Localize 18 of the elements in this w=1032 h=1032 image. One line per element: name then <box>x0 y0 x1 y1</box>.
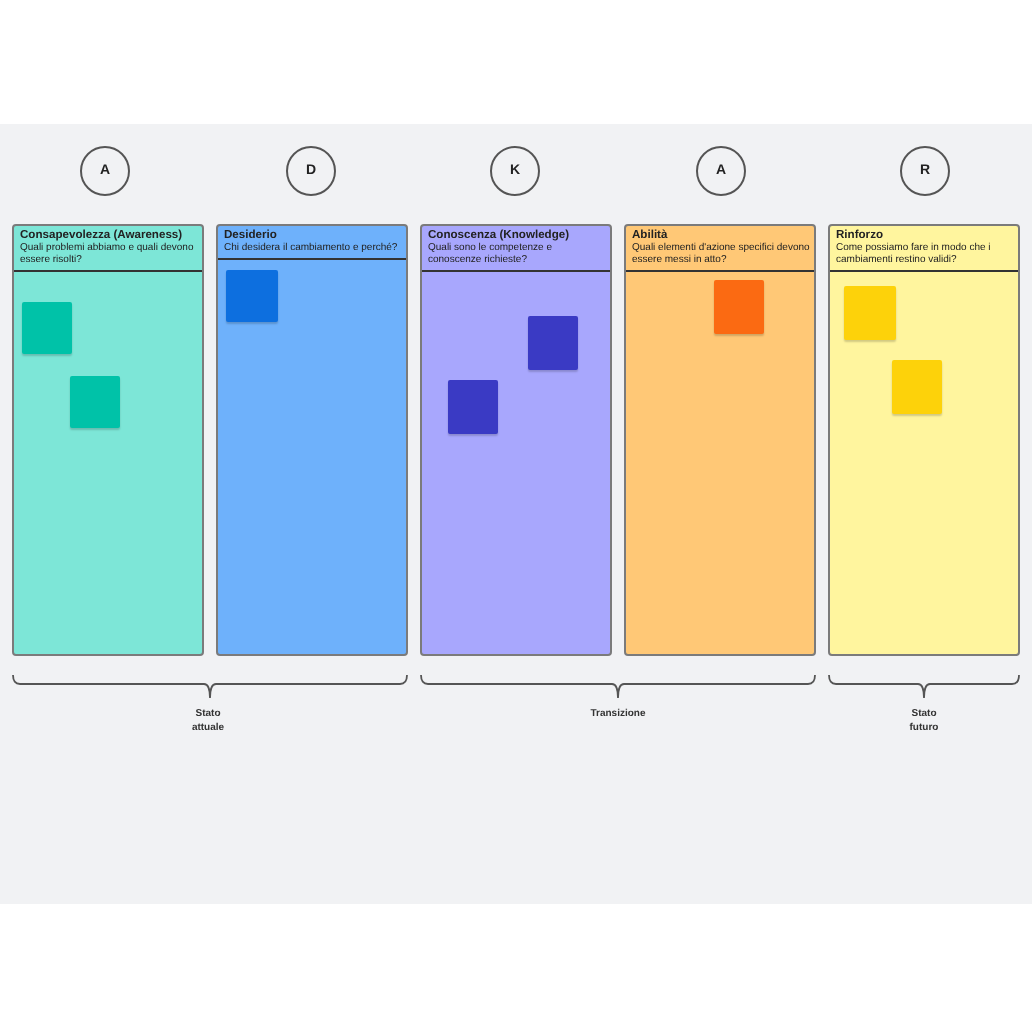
sticky-note <box>528 316 578 370</box>
stage-column <box>624 224 816 656</box>
sticky-note <box>70 376 120 428</box>
stage-circle <box>490 146 540 196</box>
sticky-note <box>892 360 942 414</box>
stage-column <box>216 224 408 656</box>
stage-circle <box>286 146 336 196</box>
sticky-note <box>714 280 764 334</box>
sticky-note <box>226 270 278 322</box>
stage-circle <box>80 146 130 196</box>
stage-circle <box>900 146 950 196</box>
sticky-note <box>448 380 498 434</box>
sticky-note <box>844 286 896 340</box>
stage-column <box>420 224 612 656</box>
stage-column <box>12 224 204 656</box>
stage-circle <box>696 146 746 196</box>
sticky-note <box>22 302 72 354</box>
stage-column <box>828 224 1020 656</box>
